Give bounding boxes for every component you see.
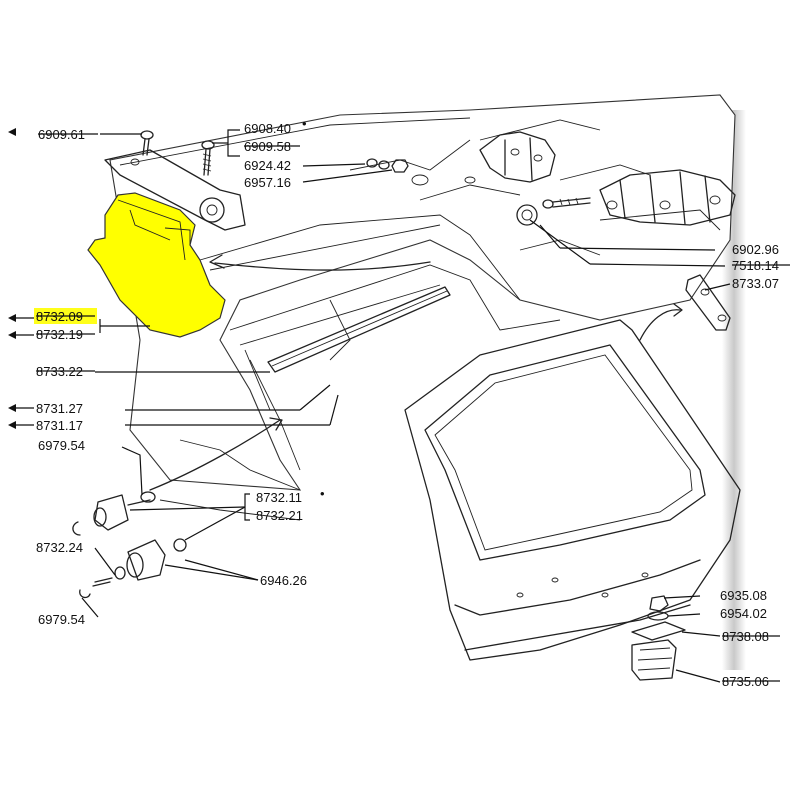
strut-arrow bbox=[149, 419, 281, 491]
bullet-8732: • bbox=[320, 486, 325, 501]
car-body-frame bbox=[109, 94, 736, 521]
label-6957-16: 6957.16 bbox=[244, 175, 291, 190]
roof-hinge-left bbox=[479, 131, 556, 183]
label-6979-54-lower: 6979.54 bbox=[38, 612, 85, 627]
strut-end-upper bbox=[72, 491, 156, 536]
label-8732-24: 8732.24 bbox=[36, 540, 83, 555]
hinge-cover-highlighted bbox=[87, 192, 226, 338]
tailgate bbox=[404, 319, 741, 661]
label-6946-26: 6946.26 bbox=[260, 573, 307, 588]
label-6954-02: 6954.02 bbox=[720, 606, 767, 621]
label-6924-42: 6924.42 bbox=[244, 158, 291, 173]
label-8732-21: 8732.21 bbox=[256, 508, 303, 523]
bolt-6909-61 bbox=[140, 130, 154, 156]
label-6908-40: 6908.40 bbox=[244, 121, 291, 136]
bolt-6908-40 bbox=[201, 140, 215, 176]
callout-arrows bbox=[8, 128, 34, 429]
arrow-to-bracket bbox=[639, 309, 681, 341]
strut-arrow-head bbox=[269, 417, 283, 431]
bracket-8733-07 bbox=[685, 274, 731, 331]
label-6902-96: 6902.96 bbox=[732, 242, 779, 257]
weatherstrip-8733-22 bbox=[209, 254, 451, 373]
bullet-6908: • bbox=[302, 116, 307, 131]
hinge-arm bbox=[104, 149, 246, 231]
washer-nut-group bbox=[366, 158, 409, 173]
label-6935-08: 6935.08 bbox=[720, 588, 767, 603]
arrow-head-bracket bbox=[673, 303, 683, 317]
label-6979-54-upper: 6979.54 bbox=[38, 438, 85, 453]
leader-lines bbox=[81, 129, 731, 683]
label-8732-11: 8732.11 bbox=[256, 490, 302, 505]
callout-labels: 6909.61 6908.40 • 6909.58 6924.42 6957.1… bbox=[36, 116, 790, 689]
label-8731-27: 8731.27 bbox=[36, 401, 83, 416]
roof-hinge-right bbox=[599, 169, 736, 226]
label-8733-07: 8733.07 bbox=[732, 276, 779, 291]
label-8731-17: 8731.17 bbox=[36, 418, 83, 433]
strut-end-lower bbox=[79, 538, 187, 599]
bolt-6902-96 bbox=[516, 197, 591, 226]
